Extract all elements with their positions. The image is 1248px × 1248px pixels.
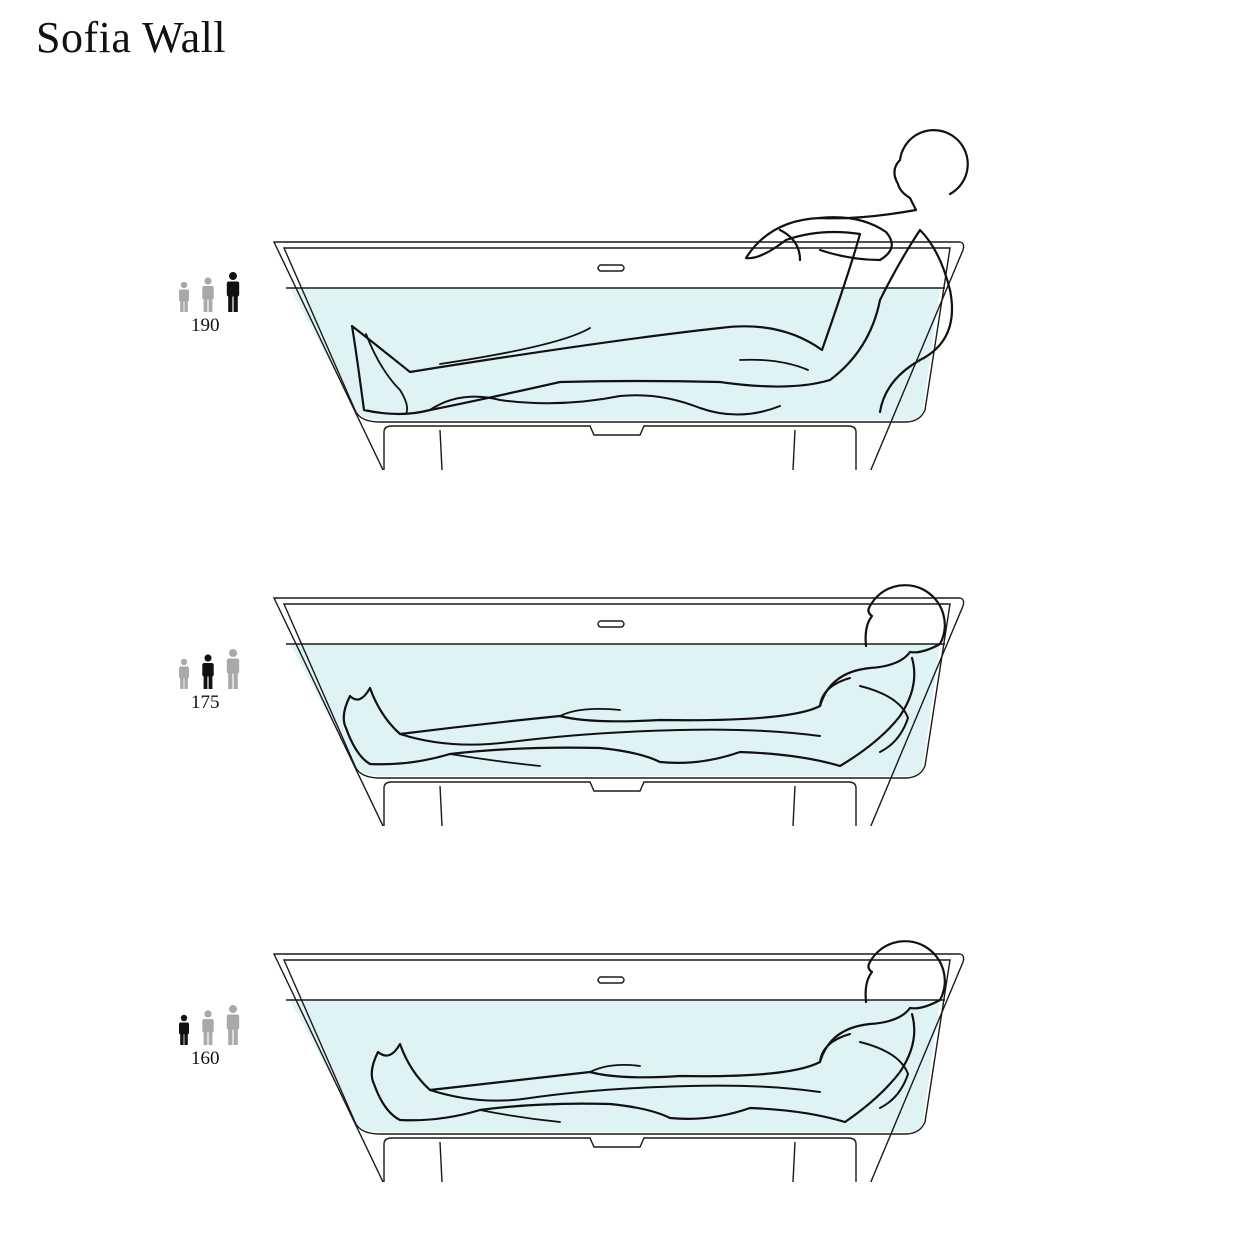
- plinth-right-edge: [792, 429, 796, 470]
- person-small-icon: [179, 658, 189, 689]
- tub-inner-basin: [282, 603, 951, 779]
- bathtub-panel-190: 190: [0, 110, 1248, 470]
- bathtub: [272, 953, 965, 1182]
- person-small-icon: [179, 1014, 189, 1045]
- person-medium-icon: [202, 277, 214, 312]
- tub-outer-shell: [272, 597, 965, 826]
- bathtub: [272, 597, 965, 826]
- person-height-icons: [179, 649, 240, 689]
- tub-inner-basin: [282, 959, 951, 1135]
- height-legend: 190: [170, 265, 250, 336]
- overflow-icon: [597, 620, 625, 628]
- overflow-icon: [597, 264, 625, 272]
- height-label: 160: [191, 1048, 220, 1069]
- bathtub-panel-175: 175: [0, 466, 1248, 826]
- tub-inner-basin: [282, 247, 951, 423]
- person-medium-icon: [202, 1010, 214, 1045]
- bather-silhouette: [342, 584, 946, 768]
- bathtub-diagram: [272, 940, 965, 1182]
- page-title: Sofia Wall: [36, 13, 227, 62]
- overflow-icon: [597, 976, 625, 984]
- plinth-left-edge: [439, 785, 443, 826]
- tub-plinth: [383, 781, 857, 826]
- bather-silhouette: [350, 129, 969, 416]
- tub-plinth: [383, 425, 857, 470]
- height-legend: 160: [170, 998, 250, 1069]
- height-label: 190: [191, 315, 220, 336]
- height-label: 175: [191, 692, 220, 713]
- bathtub-diagram: [272, 584, 965, 826]
- plinth-left-edge: [439, 1141, 443, 1182]
- tub-plinth: [383, 1137, 857, 1182]
- plinth-right-edge: [792, 785, 796, 826]
- bather-silhouette: [370, 940, 946, 1124]
- person-tall-icon: [226, 649, 240, 689]
- plinth-right-edge: [792, 1141, 796, 1182]
- person-tall-icon: [226, 272, 240, 312]
- bathtub: [272, 241, 965, 470]
- person-height-icons: [179, 1005, 240, 1045]
- tub-outer-shell: [272, 241, 965, 470]
- person-small-icon: [179, 281, 189, 312]
- person-tall-icon: [226, 1005, 240, 1045]
- tub-outer-shell: [272, 953, 965, 1182]
- plinth-left-edge: [439, 429, 443, 470]
- person-height-icons: [179, 272, 240, 312]
- height-legend: 175: [170, 642, 250, 713]
- person-medium-icon: [202, 654, 214, 689]
- bathtub-panel-160: 160: [0, 822, 1248, 1182]
- bathtub-diagram: [272, 129, 969, 470]
